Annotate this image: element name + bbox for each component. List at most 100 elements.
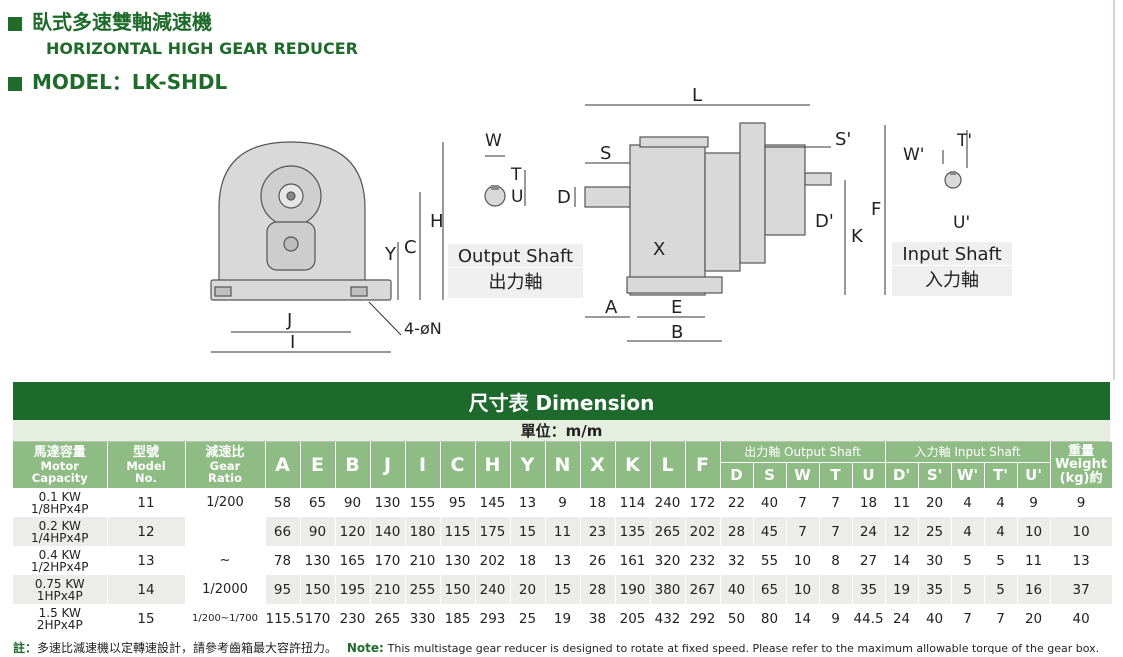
value-cell: 24 <box>885 604 919 633</box>
table-title: 尺寸表 Dimension <box>13 382 1110 420</box>
value-cell: 24 <box>852 517 886 546</box>
value-cell: 25 <box>510 604 546 633</box>
value-cell: 95 <box>440 488 476 517</box>
input-shaft-drawing: W' T' U' <box>903 130 972 233</box>
value-cell: 38 <box>580 604 616 633</box>
value-cell: 8 <box>819 575 853 604</box>
value-cell: 20 <box>510 575 546 604</box>
value-cell: 205 <box>615 604 651 633</box>
in-w-prime-label: W' <box>903 145 924 165</box>
right-edge-rule <box>1113 0 1115 380</box>
model-cell: 14 <box>107 575 186 604</box>
col-out-t: T <box>819 462 853 488</box>
value-cell: 10 <box>786 546 820 575</box>
dim-f-label: F <box>871 199 881 220</box>
col-motor-capacity: 馬達容量 Motor Capacity <box>13 442 108 488</box>
col-in-t: T' <box>984 462 1018 488</box>
dimension-table-panel: 尺寸表 Dimension 單位：m/m 馬達容量 Motor Capacity… <box>13 382 1113 633</box>
col-f: F <box>685 442 721 488</box>
col-in-s: S' <box>918 462 952 488</box>
value-cell: 10 <box>786 575 820 604</box>
value-cell: 66 <box>265 517 301 546</box>
value-cell: 5 <box>984 546 1018 575</box>
title-cn: 臥式多速雙軸減速機 <box>32 10 212 34</box>
value-cell: 210 <box>370 575 406 604</box>
model-en2: No. <box>135 470 157 485</box>
value-cell: 293 <box>475 604 511 633</box>
value-cell: 265 <box>370 604 406 633</box>
value-cell: 5 <box>984 575 1018 604</box>
value-cell: 292 <box>685 604 721 633</box>
value-cell: 80 <box>753 604 787 633</box>
ratio-cell: 1/200~1/700 <box>185 604 266 633</box>
value-cell: 330 <box>405 604 441 633</box>
value-cell: 58 <box>265 488 301 517</box>
value-cell: 175 <box>475 517 511 546</box>
value-cell: 120 <box>335 517 371 546</box>
note-en-label: Note: <box>346 641 384 655</box>
output-shaft-title-cn: 出力軸 <box>448 268 583 298</box>
value-cell: 161 <box>615 546 651 575</box>
value-cell: 40 <box>720 575 754 604</box>
model-cell: 11 <box>107 488 186 517</box>
model-cell: 15 <box>107 604 186 633</box>
value-cell: 15 <box>545 575 581 604</box>
dim-a-label: A <box>605 297 618 318</box>
weight-en1: Weight <box>1055 457 1108 473</box>
value-cell: 26 <box>580 546 616 575</box>
motor-kw: 0.1 KW <box>38 489 81 504</box>
col-k: K <box>615 442 651 488</box>
value-cell: 44.5 <box>852 604 886 633</box>
value-cell: 19 <box>885 575 919 604</box>
value-cell: 240 <box>475 575 511 604</box>
value-cell: 9 <box>819 604 853 633</box>
value-cell: 265 <box>650 517 686 546</box>
model-cell: 13 <box>107 546 186 575</box>
col-j: J <box>370 442 406 488</box>
value-cell: 45 <box>753 517 787 546</box>
value-cell: 11 <box>885 488 919 517</box>
value-cell: 135 <box>615 517 651 546</box>
value-cell: 240 <box>650 488 686 517</box>
col-h: H <box>475 442 511 488</box>
dim-e-label: E <box>671 297 682 318</box>
motor-kw: 0.2 KW <box>38 518 81 533</box>
value-cell: 19 <box>545 604 581 633</box>
motor-kw: 0.75 KW <box>34 576 85 591</box>
value-cell: 37 <box>1050 575 1113 604</box>
motor-hp: 1/2HPx4P <box>30 559 89 574</box>
value-cell: 180 <box>405 517 441 546</box>
value-cell: 232 <box>685 546 721 575</box>
footer-note: 註：多速比減速機以定轉速設計，請參考齒箱最大容許扭力。 Note: This m… <box>13 639 1099 656</box>
dim-n-label: 4-øN <box>404 319 442 338</box>
col-a: A <box>265 442 301 488</box>
in-t-prime-label: T' <box>956 131 972 151</box>
value-cell: 202 <box>475 546 511 575</box>
value-cell: 5 <box>951 546 985 575</box>
value-cell: 210 <box>405 546 441 575</box>
value-cell: 170 <box>300 604 336 633</box>
value-cell: 115 <box>440 517 476 546</box>
value-cell: 9 <box>1050 488 1113 517</box>
value-cell: 7 <box>819 517 853 546</box>
value-cell: 13 <box>510 488 546 517</box>
dim-s-label: S <box>600 143 611 164</box>
title-cn-row: 臥式多速雙軸減速機 <box>8 6 212 35</box>
model-row: MODEL：LK-SHDL <box>8 66 227 95</box>
value-cell: 130 <box>370 488 406 517</box>
model-cell: 12 <box>107 517 186 546</box>
value-cell: 165 <box>335 546 371 575</box>
model-cn: 型號 <box>132 445 159 461</box>
value-cell: 32 <box>720 546 754 575</box>
value-cell: 50 <box>720 604 754 633</box>
value-cell: 432 <box>650 604 686 633</box>
front-view-drawing: H Y C J I 4-øN <box>210 141 444 353</box>
value-cell: 20 <box>918 488 952 517</box>
title-en: HORIZONTAL HIGH GEAR REDUCER <box>46 39 358 58</box>
dim-h-label: H <box>430 211 444 232</box>
col-c: C <box>440 442 476 488</box>
